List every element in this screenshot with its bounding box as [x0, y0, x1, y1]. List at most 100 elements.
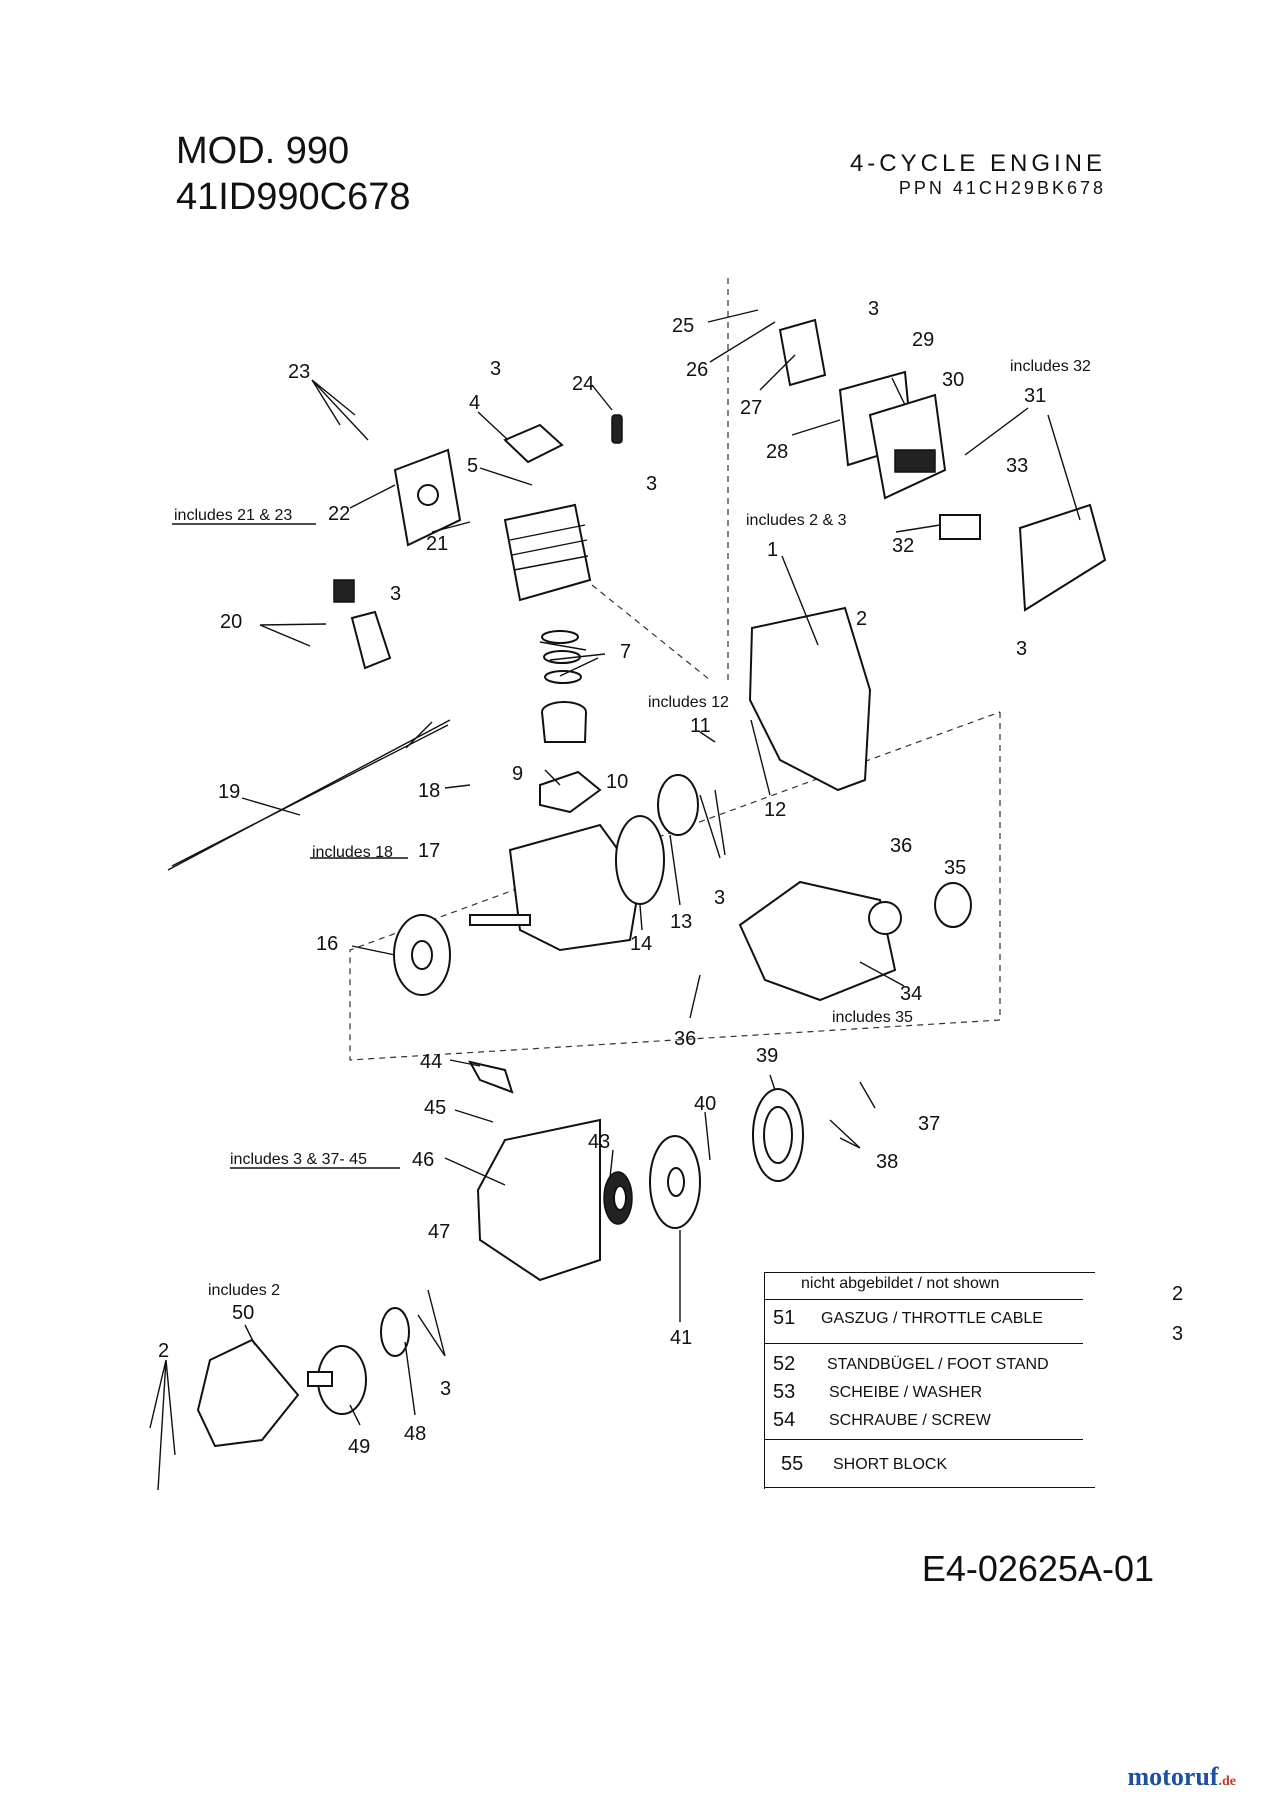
- callout-3: 3: [440, 1378, 451, 1400]
- callout-24: 24: [572, 373, 594, 395]
- callout-14: 14: [630, 933, 652, 955]
- recoil-housing: [476, 1118, 601, 1282]
- callout-3: 3: [868, 298, 879, 320]
- table-divider: [765, 1299, 1083, 1300]
- callout-48: 48: [404, 1423, 426, 1445]
- callout-34: 34: [900, 983, 922, 1005]
- includes-note-46: includes 3 & 37- 45: [230, 1151, 367, 1168]
- callout-3: 3: [490, 358, 501, 380]
- callout-33: 33: [1006, 455, 1028, 477]
- watermark-brand: motoruf: [1127, 1762, 1219, 1791]
- row-text: SCHEIBE / WASHER: [829, 1384, 983, 1401]
- gasket-9: [539, 770, 602, 814]
- leader-lines: [149, 309, 1081, 1491]
- table-divider: [765, 1439, 1083, 1440]
- callout-43: 43: [588, 1131, 610, 1153]
- pawl-plate-39: [752, 1088, 804, 1182]
- guide-line: [349, 711, 1001, 1061]
- air-filter-base: [868, 393, 947, 500]
- fuel-cap: [934, 882, 972, 928]
- callout-17: 17: [418, 840, 440, 862]
- not-shown-table: nicht abgebildet / not shown 51 GASZUG /…: [764, 1272, 1095, 1489]
- fuel-tank: [738, 880, 902, 1002]
- row-text: SHORT BLOCK: [833, 1456, 948, 1473]
- callout-50: 50: [232, 1302, 254, 1324]
- engine-title: 4-CYCLE ENGINE: [849, 150, 1106, 177]
- callout-32: 32: [892, 535, 914, 557]
- callout-21: 21: [426, 533, 448, 555]
- callout-26: 26: [686, 359, 708, 381]
- callout-13: 13: [670, 911, 692, 933]
- callout-27: 27: [740, 397, 762, 419]
- callout-7: 7: [620, 641, 631, 663]
- callout-37: 37: [918, 1113, 940, 1135]
- callout-41: 41: [670, 1327, 692, 1349]
- callout-22: 22: [328, 503, 350, 525]
- model-title: MOD. 990 41ID990C678: [176, 128, 411, 220]
- callout-49: 49: [348, 1436, 370, 1458]
- model-number: 41ID990C678: [176, 176, 411, 218]
- oil-pump-13: [657, 774, 699, 836]
- throttle-cable-19: [167, 719, 451, 871]
- callout-3: 3: [714, 887, 725, 909]
- callout-3: 3: [1016, 638, 1027, 660]
- callout-3: 3: [646, 473, 657, 495]
- includes-note-34: includes 35: [832, 1009, 913, 1026]
- guide-line: [591, 584, 711, 681]
- row-number: 52: [773, 1353, 796, 1375]
- piston-rings: [541, 630, 582, 684]
- callout-40: 40: [694, 1093, 716, 1115]
- clutch-drum: [307, 1345, 367, 1415]
- callout-28: 28: [766, 441, 788, 463]
- row-number: 55: [781, 1453, 804, 1475]
- callout-5: 5: [467, 455, 478, 477]
- table-divider: [765, 1343, 1083, 1344]
- cylinder: [503, 503, 592, 602]
- callout-44: 44: [420, 1051, 442, 1073]
- not-shown-header: nicht abgebildet / not shown: [801, 1275, 1000, 1292]
- callout-20: 20: [220, 611, 242, 633]
- piston: [541, 701, 587, 743]
- part-callouts: 1 2 2 2 3 3 3 3 3 3 3 3 4 5 7 9 10 11 12…: [158, 298, 1183, 1458]
- callout-1: 1: [767, 539, 778, 561]
- callout-46: 46: [412, 1149, 434, 1171]
- includes-note-11: includes 12: [648, 694, 729, 711]
- callout-3: 3: [1172, 1323, 1183, 1345]
- callout-31: 31: [1024, 385, 1046, 407]
- callout-39: 39: [756, 1045, 778, 1067]
- callout-38: 38: [876, 1151, 898, 1173]
- spark-plug: [611, 414, 623, 444]
- callout-47: 47: [428, 1221, 450, 1243]
- includes-note-50: includes 2: [208, 1282, 280, 1299]
- row-text: GASZUG / THROTTLE CABLE: [821, 1310, 1043, 1327]
- engine-ppn: PPN 41CH29BK678: [898, 178, 1106, 198]
- engine-housing: [748, 606, 872, 792]
- clutch-48: [380, 1307, 410, 1357]
- includes-note-17: includes 18: [312, 844, 393, 861]
- callout-18: 18: [418, 780, 440, 802]
- carburetor: [778, 318, 827, 387]
- callout-35: 35: [944, 857, 966, 879]
- model-line: MOD. 990: [176, 130, 350, 172]
- callout-30: 30: [942, 369, 964, 391]
- row-text: SCHRAUBE / SCREW: [829, 1412, 991, 1429]
- callout-23: 23: [288, 361, 310, 383]
- crankcase: [469, 823, 642, 952]
- callout-2: 2: [856, 608, 867, 630]
- air-filter-cover: [393, 448, 462, 547]
- row-number: 54: [773, 1409, 796, 1431]
- row-number: 51: [773, 1307, 796, 1329]
- callout-2: 2: [158, 1340, 169, 1362]
- row-number: 53: [773, 1381, 796, 1403]
- callout-12: 12: [764, 799, 786, 821]
- callout-4: 4: [469, 392, 480, 414]
- cylinder-head-cover: [503, 423, 564, 464]
- callout-25: 25: [672, 315, 694, 337]
- callout-9: 9: [512, 763, 523, 785]
- includes-note-1: includes 2 & 3: [746, 512, 847, 529]
- callout-3: 3: [390, 583, 401, 605]
- ignition-coil: [333, 579, 392, 670]
- callout-29: 29: [912, 329, 934, 351]
- callout-10: 10: [606, 771, 628, 793]
